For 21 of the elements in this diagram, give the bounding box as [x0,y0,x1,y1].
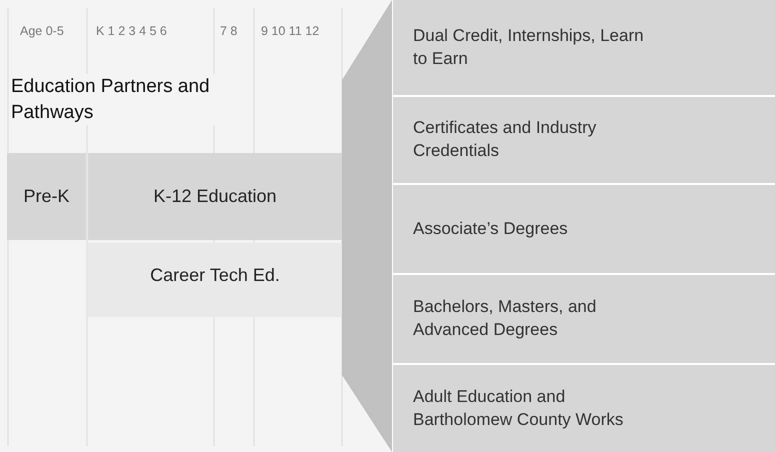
box-label: Certificates and Industry Credentials [413,117,598,162]
box-label: Adult Education and Bartholomew County Works [413,386,624,430]
box-label: Career Tech Ed. [150,265,280,286]
stage-box [88,243,342,317]
pathway-band [393,97,775,183]
column-header: 7 8 [220,24,238,38]
funnel-shape [342,0,392,452]
box-label: Associate’s Degrees [413,218,568,240]
box-label: Pre-K [23,186,70,207]
column-header: K 1 2 3 4 5 6 [96,24,167,38]
stage-box [88,153,342,240]
stage-box [7,153,86,240]
box-label: K-12 Education [153,186,277,207]
box-label: Dual Credit, Internships, Learn to Earn [413,24,645,70]
pathway-band [393,275,775,363]
pathway-band [393,365,775,452]
column-header: Age 0-5 [20,24,64,38]
column-header: 9 10 11 12 [261,24,320,38]
pathway-band [393,185,775,273]
pathway-band [393,0,775,95]
box-label: Bachelors, Masters, and Advanced Degrees [413,296,598,341]
